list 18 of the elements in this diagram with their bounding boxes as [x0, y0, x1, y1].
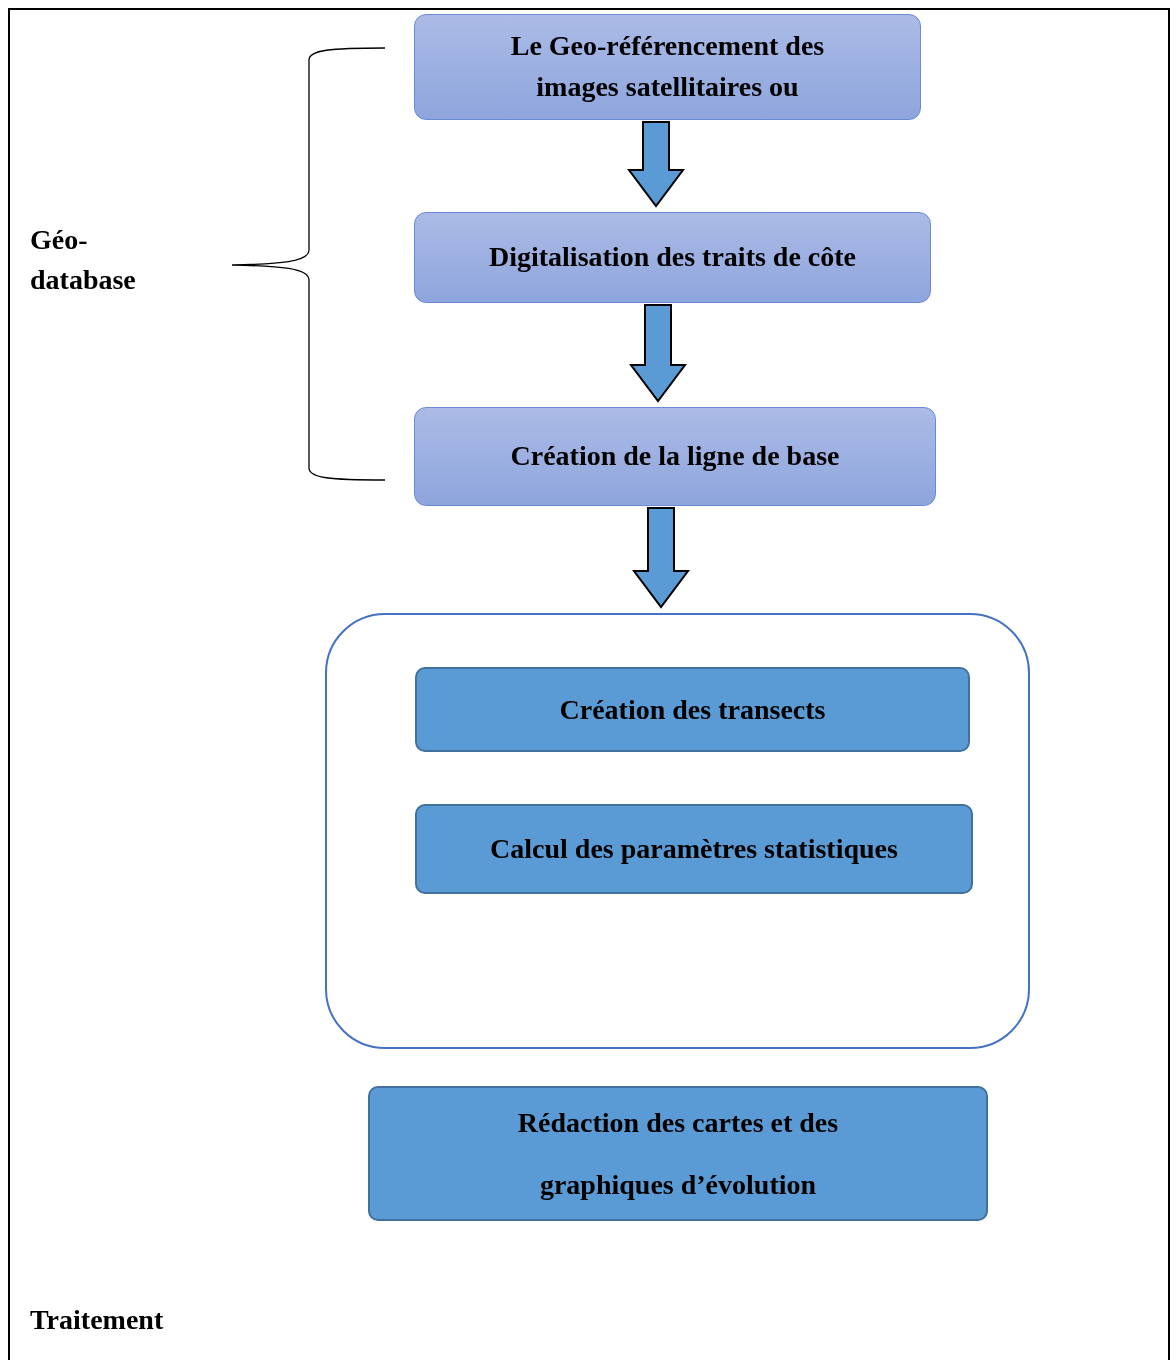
block-arrow — [629, 304, 687, 403]
node-text: Création des transects — [558, 692, 827, 727]
block-arrow — [632, 507, 690, 609]
node-text: Rédaction des cartes et des graphiques d’évolution — [516, 1105, 840, 1202]
process-box — [368, 1086, 988, 1221]
process-box — [415, 667, 970, 752]
caption-text: Traitement — [30, 1303, 165, 1337]
node-text: Création de la ligne de base — [509, 439, 841, 474]
node-text: Calcul des paramètres statistiques — [489, 832, 899, 867]
node-text: Le Geo-référencement des images satellitaires ou — [509, 29, 826, 104]
process-box — [415, 804, 973, 894]
node-text: Digitalisation des traits de côte — [487, 240, 858, 275]
process-box — [414, 407, 936, 506]
group-label: Géo- database — [30, 223, 137, 297]
process-box — [414, 14, 921, 120]
block-arrow — [627, 121, 685, 208]
group-container — [325, 613, 1030, 1049]
process-box — [414, 212, 931, 303]
